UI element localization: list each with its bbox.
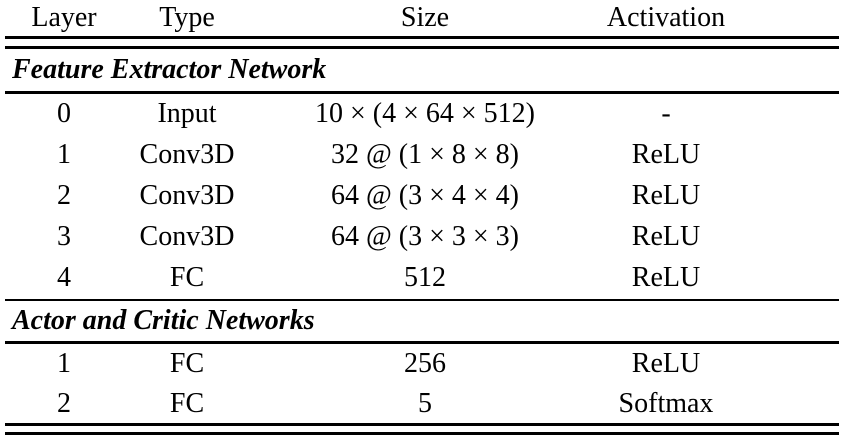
table-row: 0 Input 10 × (4 × 64 × 512) - [5,94,839,135]
table-row: 4 FC 512 ReLU [5,258,839,299]
cell-layer: 1 [57,348,71,379]
cell-size: 32 @ (1 × 8 × 8) [330,139,519,170]
cell-layer: 0 [57,98,71,129]
cell-size: 64 @ (3 × 3 × 3) [330,221,519,252]
cell-size: 10 × (4 × 64 × 512) [314,98,536,129]
table-row: 2 FC 5 Softmax [5,385,839,423]
column-header-layer: Layer [31,2,97,33]
table-row: 2 Conv3D 64 @ (3 × 4 × 4) ReLU [5,176,839,217]
cell-size: 64 @ (3 × 4 × 4) [330,180,519,211]
column-header-type: Type [159,2,215,33]
cell-size: 512 [404,262,446,293]
cell-layer: 4 [57,262,71,293]
cell-type: Conv3D [139,139,235,170]
bottom-double-rule [5,422,839,435]
section-rule [5,298,839,301]
cell-layer: 2 [57,387,71,419]
cell-type: FC [169,387,205,419]
top-double-rule [5,36,839,49]
cell-size: 5 [418,387,432,419]
cell-layer: 1 [57,139,71,170]
cell-activation: ReLU [631,139,701,170]
section-rule [5,91,839,94]
cell-type: FC [169,262,205,293]
table-row: 1 Conv3D 32 @ (1 × 8 × 8) ReLU [5,135,839,176]
section-title: Actor and Critic Networks [12,305,315,336]
table-row: 1 FC 256 ReLU [5,344,839,385]
cell-type: Input [157,98,217,129]
section-header-feature-extractor: Feature Extractor Network [5,49,839,91]
cell-activation: ReLU [631,262,701,293]
cell-layer: 2 [57,180,71,211]
column-header-activation: Activation [606,2,726,33]
section-header-actor-critic: Actor and Critic Networks [5,301,839,341]
cell-size: 256 [404,348,446,379]
cell-activation: Softmax [618,387,714,419]
column-header-size: Size [400,2,450,33]
cell-activation: ReLU [631,221,701,252]
cell-type: FC [169,348,205,379]
cell-type: Conv3D [139,221,235,252]
cell-activation: - [661,98,671,129]
cell-layer: 3 [57,221,71,252]
cell-activation: ReLU [631,180,701,211]
section-rule [5,341,839,344]
table-row: 3 Conv3D 64 @ (3 × 3 × 3) ReLU [5,217,839,258]
cell-activation: ReLU [631,348,701,379]
cell-type: Conv3D [139,180,235,211]
table-header-row: Layer Type Size Activation [5,0,839,36]
section-title: Feature Extractor Network [12,54,327,85]
